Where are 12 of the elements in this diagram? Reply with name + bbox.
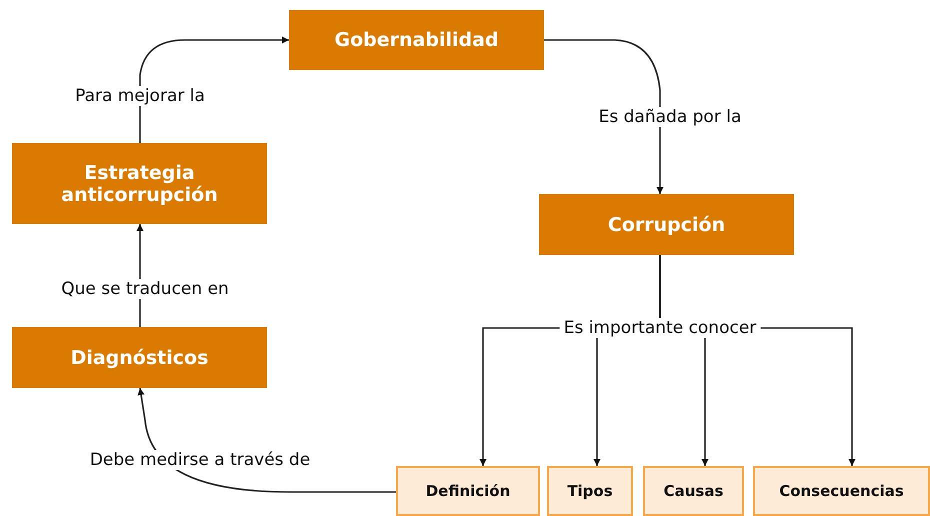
concept-box: Diagnósticos bbox=[12, 327, 267, 388]
arrow bbox=[138, 388, 396, 493]
arrow bbox=[544, 39, 664, 194]
concept-box: Estrategia anticorrupción bbox=[12, 143, 267, 224]
concept-box: Tipos bbox=[547, 466, 633, 516]
edge-label: Es importante conocer bbox=[560, 318, 760, 338]
concept-box: Causas bbox=[643, 466, 744, 516]
arrow bbox=[139, 36, 289, 143]
concept-box: Consecuencias bbox=[753, 466, 930, 516]
concept-box: Definición bbox=[396, 466, 540, 516]
concept-box: Corrupción bbox=[539, 194, 794, 255]
concept-box: Gobernabilidad bbox=[289, 10, 544, 70]
